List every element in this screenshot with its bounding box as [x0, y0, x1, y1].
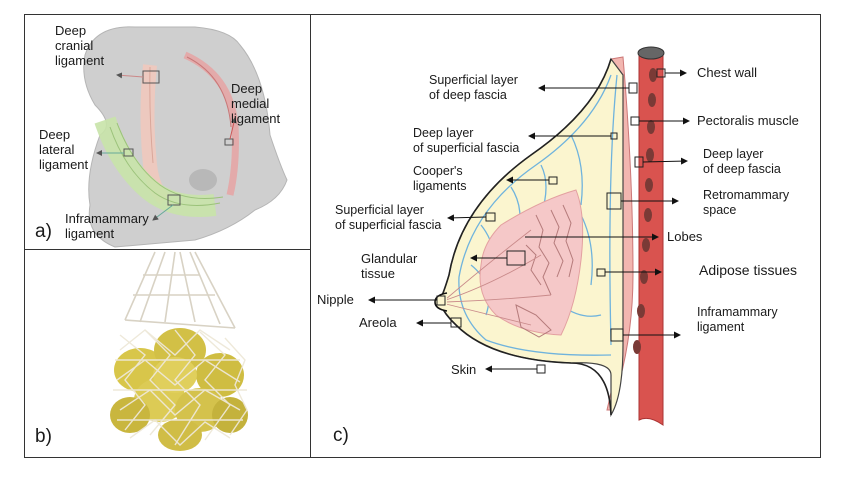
callout-arrows — [368, 69, 690, 373]
net-mesh — [113, 329, 248, 446]
label-coopers-ligaments: Cooper's ligaments — [413, 164, 467, 193]
chest-wall-top — [637, 46, 665, 60]
label-retromammary-space: Retromammary space — [703, 188, 790, 217]
deep-medial-ligament-band — [183, 51, 239, 196]
lemons — [110, 328, 248, 451]
label-deep-cranial-ligament: Deep cranial ligament — [55, 23, 105, 68]
breast-anatomy-diagram — [368, 46, 690, 426]
label-adipose-tissues: Adipose tissues — [699, 262, 798, 278]
panel-a-ligaments: Deep cranial ligament Deep medial ligame… — [24, 14, 311, 250]
label-deep-lateral-ligament: Deep lateral ligament — [39, 127, 89, 172]
panel-c-tag: c) — [333, 425, 349, 446]
label-deep-medial-ligament: Deep medial ligament — [231, 81, 281, 126]
label-superficial-layer-deep-fascia: Superficial layer of deep fascia — [429, 73, 518, 102]
label-pectoralis-muscle: Pectoralis muscle — [697, 113, 799, 128]
panel-a-tag: a) — [35, 221, 52, 242]
label-superficial-layer-superficial-fascia: Superficial layer of superficial fascia — [335, 203, 442, 232]
panel-b-tag: b) — [35, 426, 52, 447]
nipple-area — [189, 169, 217, 191]
label-areola: Areola — [359, 315, 397, 330]
label-glandular-tissue: Glandular tissue — [361, 251, 418, 281]
net-bag-illustration — [110, 251, 248, 451]
medial-marker — [224, 138, 234, 146]
label-inframammary-ligament-c: Inframammary ligament — [697, 305, 778, 334]
ribs — [633, 68, 657, 354]
label-nipple: Nipple — [317, 292, 354, 307]
inframammary-marker — [167, 194, 181, 206]
label-lobes: Lobes — [667, 229, 703, 244]
panel-b-net-bag: b) — [24, 249, 311, 458]
label-inframammary-ligament-a: Inframammary ligament — [65, 211, 149, 241]
chest-wall-muscle — [638, 50, 664, 426]
torso-illustration — [83, 26, 288, 248]
label-chest-wall: Chest wall — [697, 65, 757, 80]
label-skin: Skin — [451, 362, 477, 377]
label-deep-layer-deep-fascia: Deep layer of deep fascia — [703, 147, 781, 176]
nipple-shape — [434, 292, 448, 312]
label-deep-layer-superficial-fascia: Deep layer of superficial fascia — [413, 126, 520, 155]
panel-c-breast-anatomy: Chest wall Superficial layer of deep fas… — [310, 14, 821, 458]
lobes — [515, 204, 574, 338]
